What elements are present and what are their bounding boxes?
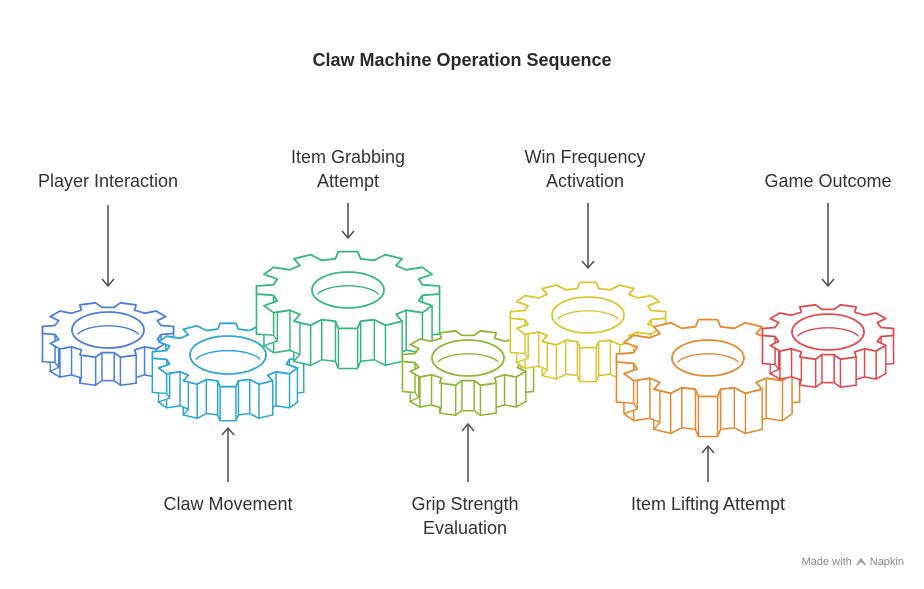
label-win-frequency-activation: Win Frequency Activation [524,147,646,191]
label-item-lifting-attempt: Item Lifting Attempt [630,494,786,514]
label-grip-strength-evaluation: Grip Strength Evaluation [411,494,519,538]
arrow-game-outcome [821,203,835,287]
arrow-grip-strength-evaluation [461,423,475,482]
made-with-text: Made with [801,556,852,568]
diagram-title: Claw Machine Operation Sequence [312,50,612,70]
arrow-win-frequency-activation [581,203,595,269]
gear-item-lifting-attempt [615,318,801,438]
label-player-interaction: Player Interaction [37,171,179,191]
arrow-claw-movement [221,427,235,482]
label-game-outcome: Game Outcome [764,171,892,191]
gear-grip-strength-evaluation [401,329,535,417]
arrow-item-grabbing-attempt [341,203,355,239]
napkin-logo-icon [856,557,866,567]
brand-text: Napkin [869,556,904,568]
label-item-grabbing-attempt: Item Grabbing Attempt [290,147,406,191]
arrow-item-lifting-attempt [701,445,715,482]
label-claw-movement: Claw Movement [163,494,293,514]
gear-game-outcome [761,303,895,389]
footer-credit: Made with Napkin [802,556,904,568]
arrow-player-interaction [101,205,115,287]
gear-item-grabbing-attempt [255,250,441,370]
